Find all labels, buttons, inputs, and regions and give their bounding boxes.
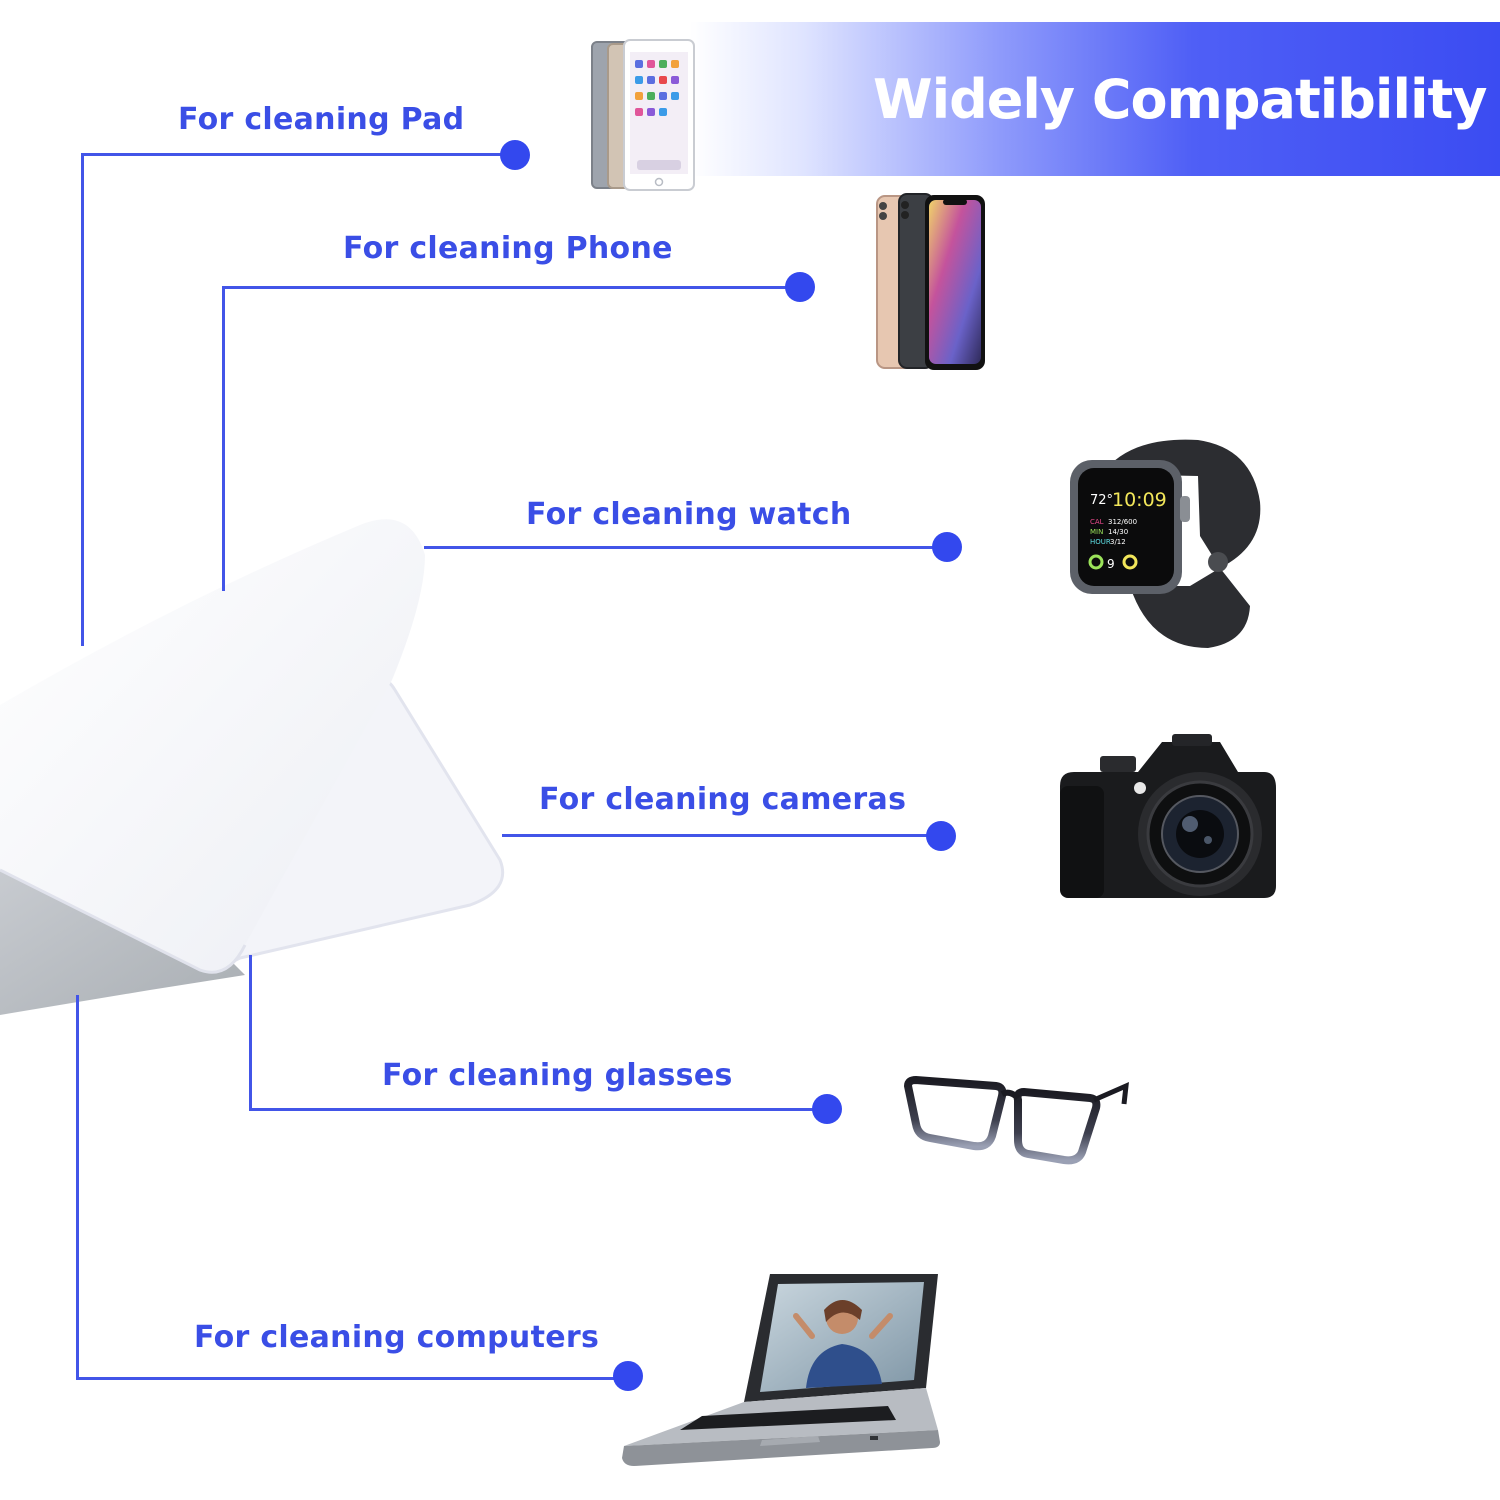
- label-watch: For cleaning watch: [526, 497, 852, 532]
- banner: [690, 22, 1500, 176]
- connector-line-glasses-vertical: [249, 955, 252, 1110]
- watch-temp: 72°: [1090, 493, 1113, 508]
- connector-line-glasses: [249, 1108, 825, 1111]
- watch-cal-label: CAL: [1090, 518, 1104, 526]
- connector-line-computers-vertical: [76, 995, 79, 1380]
- label-computers: For cleaning computers: [194, 1320, 600, 1355]
- banner-title: Widely Compatibility: [873, 68, 1487, 131]
- label-phone: For cleaning Phone: [343, 231, 673, 266]
- laptop-icon: [622, 1274, 940, 1466]
- tablet-icon: [591, 39, 695, 191]
- connector-line-watch: [424, 546, 946, 549]
- label-cameras: For cleaning cameras: [539, 782, 907, 817]
- watch-hour-label: HOUR: [1090, 538, 1111, 546]
- camera-icon: [1060, 734, 1276, 898]
- connector-dot-computers: [613, 1361, 643, 1391]
- connector-dot-cameras: [926, 821, 956, 851]
- connector-dot-pad: [500, 140, 530, 170]
- connector-line-phone-vertical: [222, 286, 225, 591]
- watch-cal-value: 312/600: [1108, 518, 1137, 526]
- connector-line-phone: [222, 286, 802, 289]
- watch-hour-value: 3/12: [1110, 538, 1126, 546]
- cleaning-cloth-illustration: [0, 519, 505, 1015]
- label-glasses: For cleaning glasses: [382, 1058, 733, 1093]
- label-pad: For cleaning Pad: [178, 102, 465, 137]
- connector-line-cameras: [502, 834, 940, 837]
- watch-min-label: MIN: [1090, 528, 1103, 536]
- smartwatch-icon: 72° 10:09 CAL 312/600 MIN 14/30 HOUR 3/1…: [1070, 439, 1261, 648]
- connector-line-computers: [76, 1377, 628, 1380]
- connector-dot-watch: [932, 532, 962, 562]
- phone-icon: [876, 193, 985, 370]
- connector-line-pad-vertical: [81, 153, 84, 646]
- watch-time: 10:09: [1112, 489, 1167, 511]
- connector-dot-glasses: [812, 1094, 842, 1124]
- watch-day: 9: [1107, 557, 1115, 571]
- eyeglasses-icon: [903, 1075, 1129, 1165]
- connector-line-pad: [81, 153, 515, 156]
- watch-min-value: 14/30: [1108, 528, 1128, 536]
- connector-dot-phone: [785, 272, 815, 302]
